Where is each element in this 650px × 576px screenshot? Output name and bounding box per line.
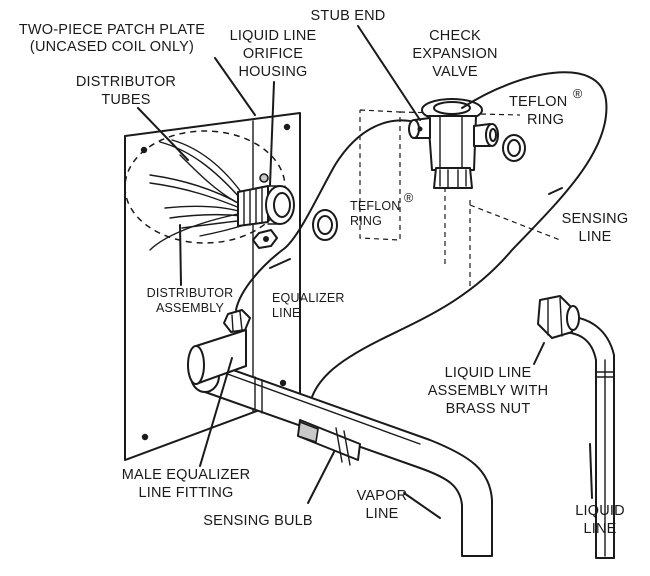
patch-plate-line-2: (UNCASED COIL ONLY) [30, 39, 194, 55]
teflon-ring-mid-line-2: RING [350, 214, 382, 228]
sensing-bulb-text: SENSING BULB [203, 513, 313, 529]
liquid-line-assembly-line-2: ASSEMBLY WITH [428, 383, 549, 399]
registered-mark-mid: ® [404, 191, 414, 205]
label-liquid-line: LIQUID LINE [575, 503, 625, 537]
label-liquid-line-assembly: LIQUID LINE ASSEMBLY WITH BRASS NUT [428, 365, 549, 417]
liquid-line-brass-nut [537, 295, 580, 339]
sensing-bulb [297, 419, 361, 466]
teflon-ring-upper-line-2: RING [527, 112, 564, 128]
label-two-piece-patch-plate: TWO-PIECE PATCH PLATE (UNCASED COIL ONLY… [19, 22, 205, 55]
label-check-expansion-valve: CHECK EXPANSION VALVE [412, 28, 497, 80]
label-sensing-line: SENSING LINE [562, 211, 629, 245]
teflon-ring-lower [312, 209, 338, 241]
teflon-ring-upper-line-1: TEFLON [509, 94, 567, 110]
label-distributor-tubes: DISTRIBUTOR TUBES [76, 74, 176, 108]
check-expansion-valve-line-3: VALVE [432, 64, 478, 80]
patch-plate-line-1: TWO-PIECE PATCH PLATE [19, 22, 205, 38]
orifice-housing-line-2: ORIFICE [243, 46, 303, 62]
vapor-line-inner-stub [187, 329, 247, 385]
registered-mark-upper: ® [573, 87, 583, 101]
label-sensing-bulb: SENSING BULB [203, 513, 313, 529]
sensing-line-line-1: SENSING [562, 211, 629, 227]
distributor-tubes-line-1: DISTRIBUTOR [76, 74, 176, 90]
distributor-assembly-line-2: ASSEMBLY [156, 301, 225, 315]
equalizer-line-line-2: LINE [272, 306, 301, 320]
equalizer-line [235, 119, 433, 311]
check-expansion-valve-line-2: EXPANSION [412, 46, 497, 62]
teflon-ring-upper [502, 134, 526, 162]
label-distributor-assembly: DISTRIBUTOR ASSEMBLY [147, 286, 234, 315]
orifice-housing [237, 185, 295, 227]
orifice-housing-line-1: LIQUID LINE [230, 28, 317, 44]
vapor-line-line-2: LINE [365, 506, 398, 522]
label-stub-end: STUB END [311, 8, 386, 24]
label-vapor-line: VAPOR LINE [357, 488, 408, 522]
distributor-tubes-line-2: TUBES [101, 92, 150, 108]
check-expansion-valve-line-1: CHECK [429, 28, 481, 44]
label-teflon-ring-mid: TEFLON ® RING [350, 191, 414, 228]
male-equalizer-fitting-line-2: LINE FITTING [138, 485, 233, 501]
liquid-line-line-2: LINE [583, 521, 616, 537]
orifice-housing-line-3: HOUSING [238, 64, 307, 80]
sensing-line-line-2: LINE [578, 229, 611, 245]
stub-end-text: STUB END [311, 8, 386, 24]
label-teflon-ring-upper: TEFLON ® RING [509, 87, 583, 128]
liquid-line-assembly-line-3: BRASS NUT [446, 401, 531, 417]
equalizer-port-nut [252, 229, 278, 249]
valve-placement-guides [359, 109, 561, 290]
label-equalizer-line: EQUALIZER LINE [272, 291, 345, 320]
distributor-assembly-line-1: DISTRIBUTOR [147, 286, 234, 300]
liquid-line-pipe [559, 315, 615, 559]
label-liquid-line-orifice-housing: LIQUID LINE ORIFICE HOUSING [230, 28, 317, 80]
check-expansion-valve [408, 98, 499, 189]
distributor-assembly-nut [223, 309, 251, 333]
male-equalizer-fitting-line-1: MALE EQUALIZER [122, 467, 251, 483]
label-male-equalizer-fitting: MALE EQUALIZER LINE FITTING [122, 467, 251, 501]
teflon-ring-mid-line-1: TEFLON [350, 199, 401, 213]
liquid-line-line-1: LIQUID [575, 503, 625, 519]
equalizer-line-line-1: EQUALIZER [272, 291, 345, 305]
vapor-line-line-1: VAPOR [357, 488, 408, 504]
leader-lines [137, 25, 593, 519]
liquid-line-assembly-line-1: LIQUID LINE [445, 365, 532, 381]
